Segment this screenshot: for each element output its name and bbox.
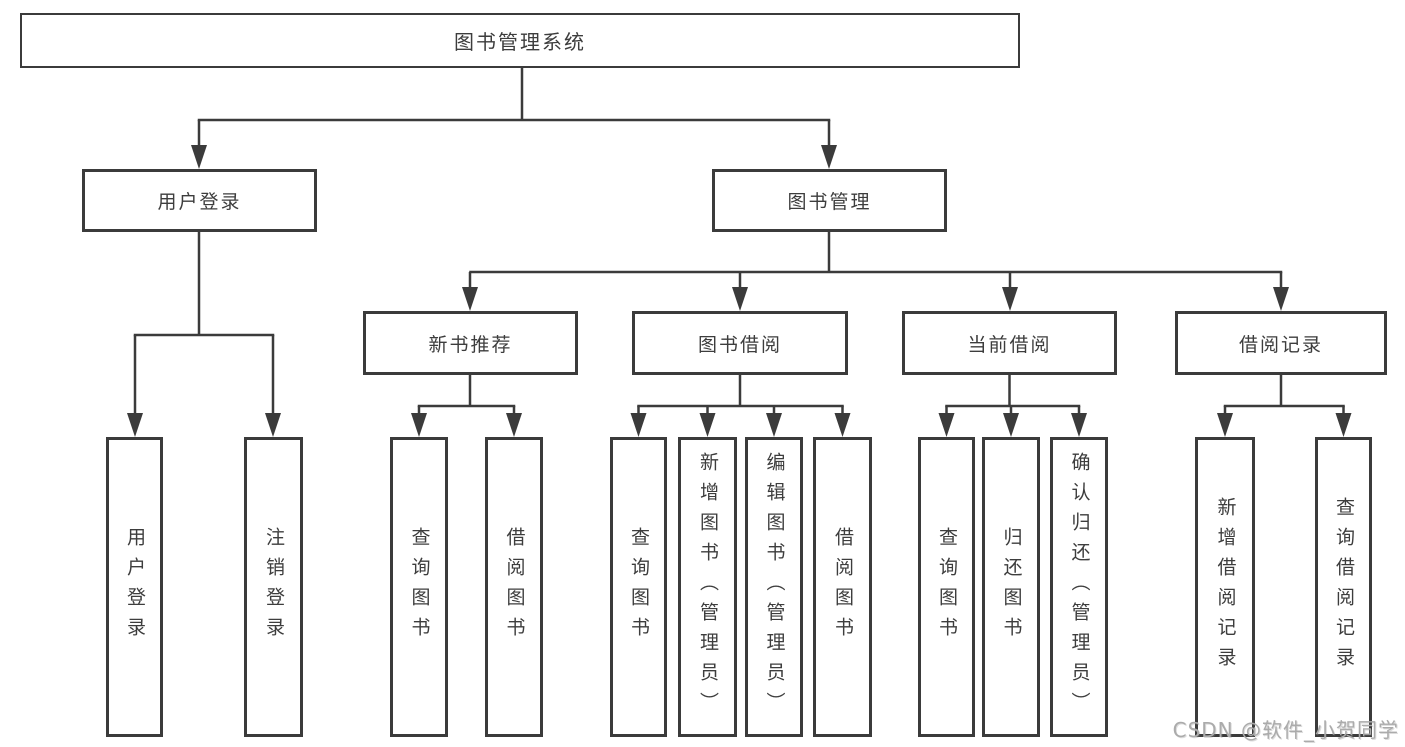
leaf-logout-login: 注销登录 [244,437,303,737]
leaf-borrow-books-recommend: 借阅图书 [485,437,543,737]
arrowhead-down-icon [821,145,837,169]
node-label: 图书借阅 [697,333,782,356]
arrowhead-down-icon [699,413,716,437]
leaf-query-books-borrow: 查询图书 [610,437,667,737]
node-label: 用户登录 [157,191,242,213]
connector-borrow-record-branch [1217,375,1352,437]
node-label: 图书管理系统 [454,30,586,54]
arrowhead-down-icon [1003,413,1019,437]
arrowhead-down-icon [1335,413,1352,437]
arrowhead-down-icon [462,287,478,311]
leaf-user-login: 用户登录 [106,437,163,737]
arrowhead-down-icon [630,413,647,437]
node-book-borrow: 图书借阅 [632,311,848,375]
node-borrow-record: 借阅记录 [1175,311,1387,375]
node-root-system: 图书管理系统 [20,13,1020,68]
connector-new-book-branch [411,375,522,437]
arrowhead-down-icon [1002,287,1018,311]
node-user-login: 用户登录 [82,169,317,232]
connector-root-to-level2 [191,68,837,169]
arrowhead-down-icon [411,413,427,437]
node-label: 当前借阅 [967,333,1052,356]
connector-current-borrow-branch [938,375,1087,437]
arrowhead-down-icon [127,413,143,437]
connector-user-login-branch [127,232,281,437]
arrowhead-down-icon [265,413,281,437]
arrowhead-down-icon [1071,413,1087,437]
node-label: 借阅记录 [1238,333,1323,356]
leaf-edit-book-admin: 编辑图书（管理员） [745,437,803,737]
leaf-query-borrow-record: 查询借阅记录 [1315,437,1372,737]
connector-book-mgmt-to-level3 [462,232,1289,311]
node-label: 图书管理 [787,191,872,213]
leaf-add-borrow-record: 新增借阅记录 [1195,437,1255,737]
node-label: 新书推荐 [428,333,513,356]
leaf-add-book-admin: 新增图书（管理员） [678,437,737,737]
leaf-query-books-current: 查询图书 [918,437,975,737]
connector-book-borrow-branch [630,375,851,437]
arrowhead-down-icon [506,413,522,437]
arrowhead-down-icon [834,413,851,437]
arrowhead-down-icon [732,287,748,311]
arrowhead-down-icon [1273,287,1289,311]
csdn-watermark: CSDN @软件_小贺同学 [1172,718,1399,742]
leaf-confirm-return-admin: 确认归还（管理员） [1050,437,1108,737]
arrowhead-down-icon [191,145,207,169]
node-new-book-recommend: 新书推荐 [363,311,578,375]
arrowhead-down-icon [766,413,782,437]
arrowhead-down-icon [1217,413,1233,437]
leaf-borrow-books: 借阅图书 [813,437,872,737]
leaf-query-books-recommend: 查询图书 [390,437,448,737]
node-book-management: 图书管理 [712,169,947,232]
arrowhead-down-icon [938,413,955,437]
leaf-return-book: 归还图书 [982,437,1040,737]
node-current-borrow: 当前借阅 [902,311,1117,375]
